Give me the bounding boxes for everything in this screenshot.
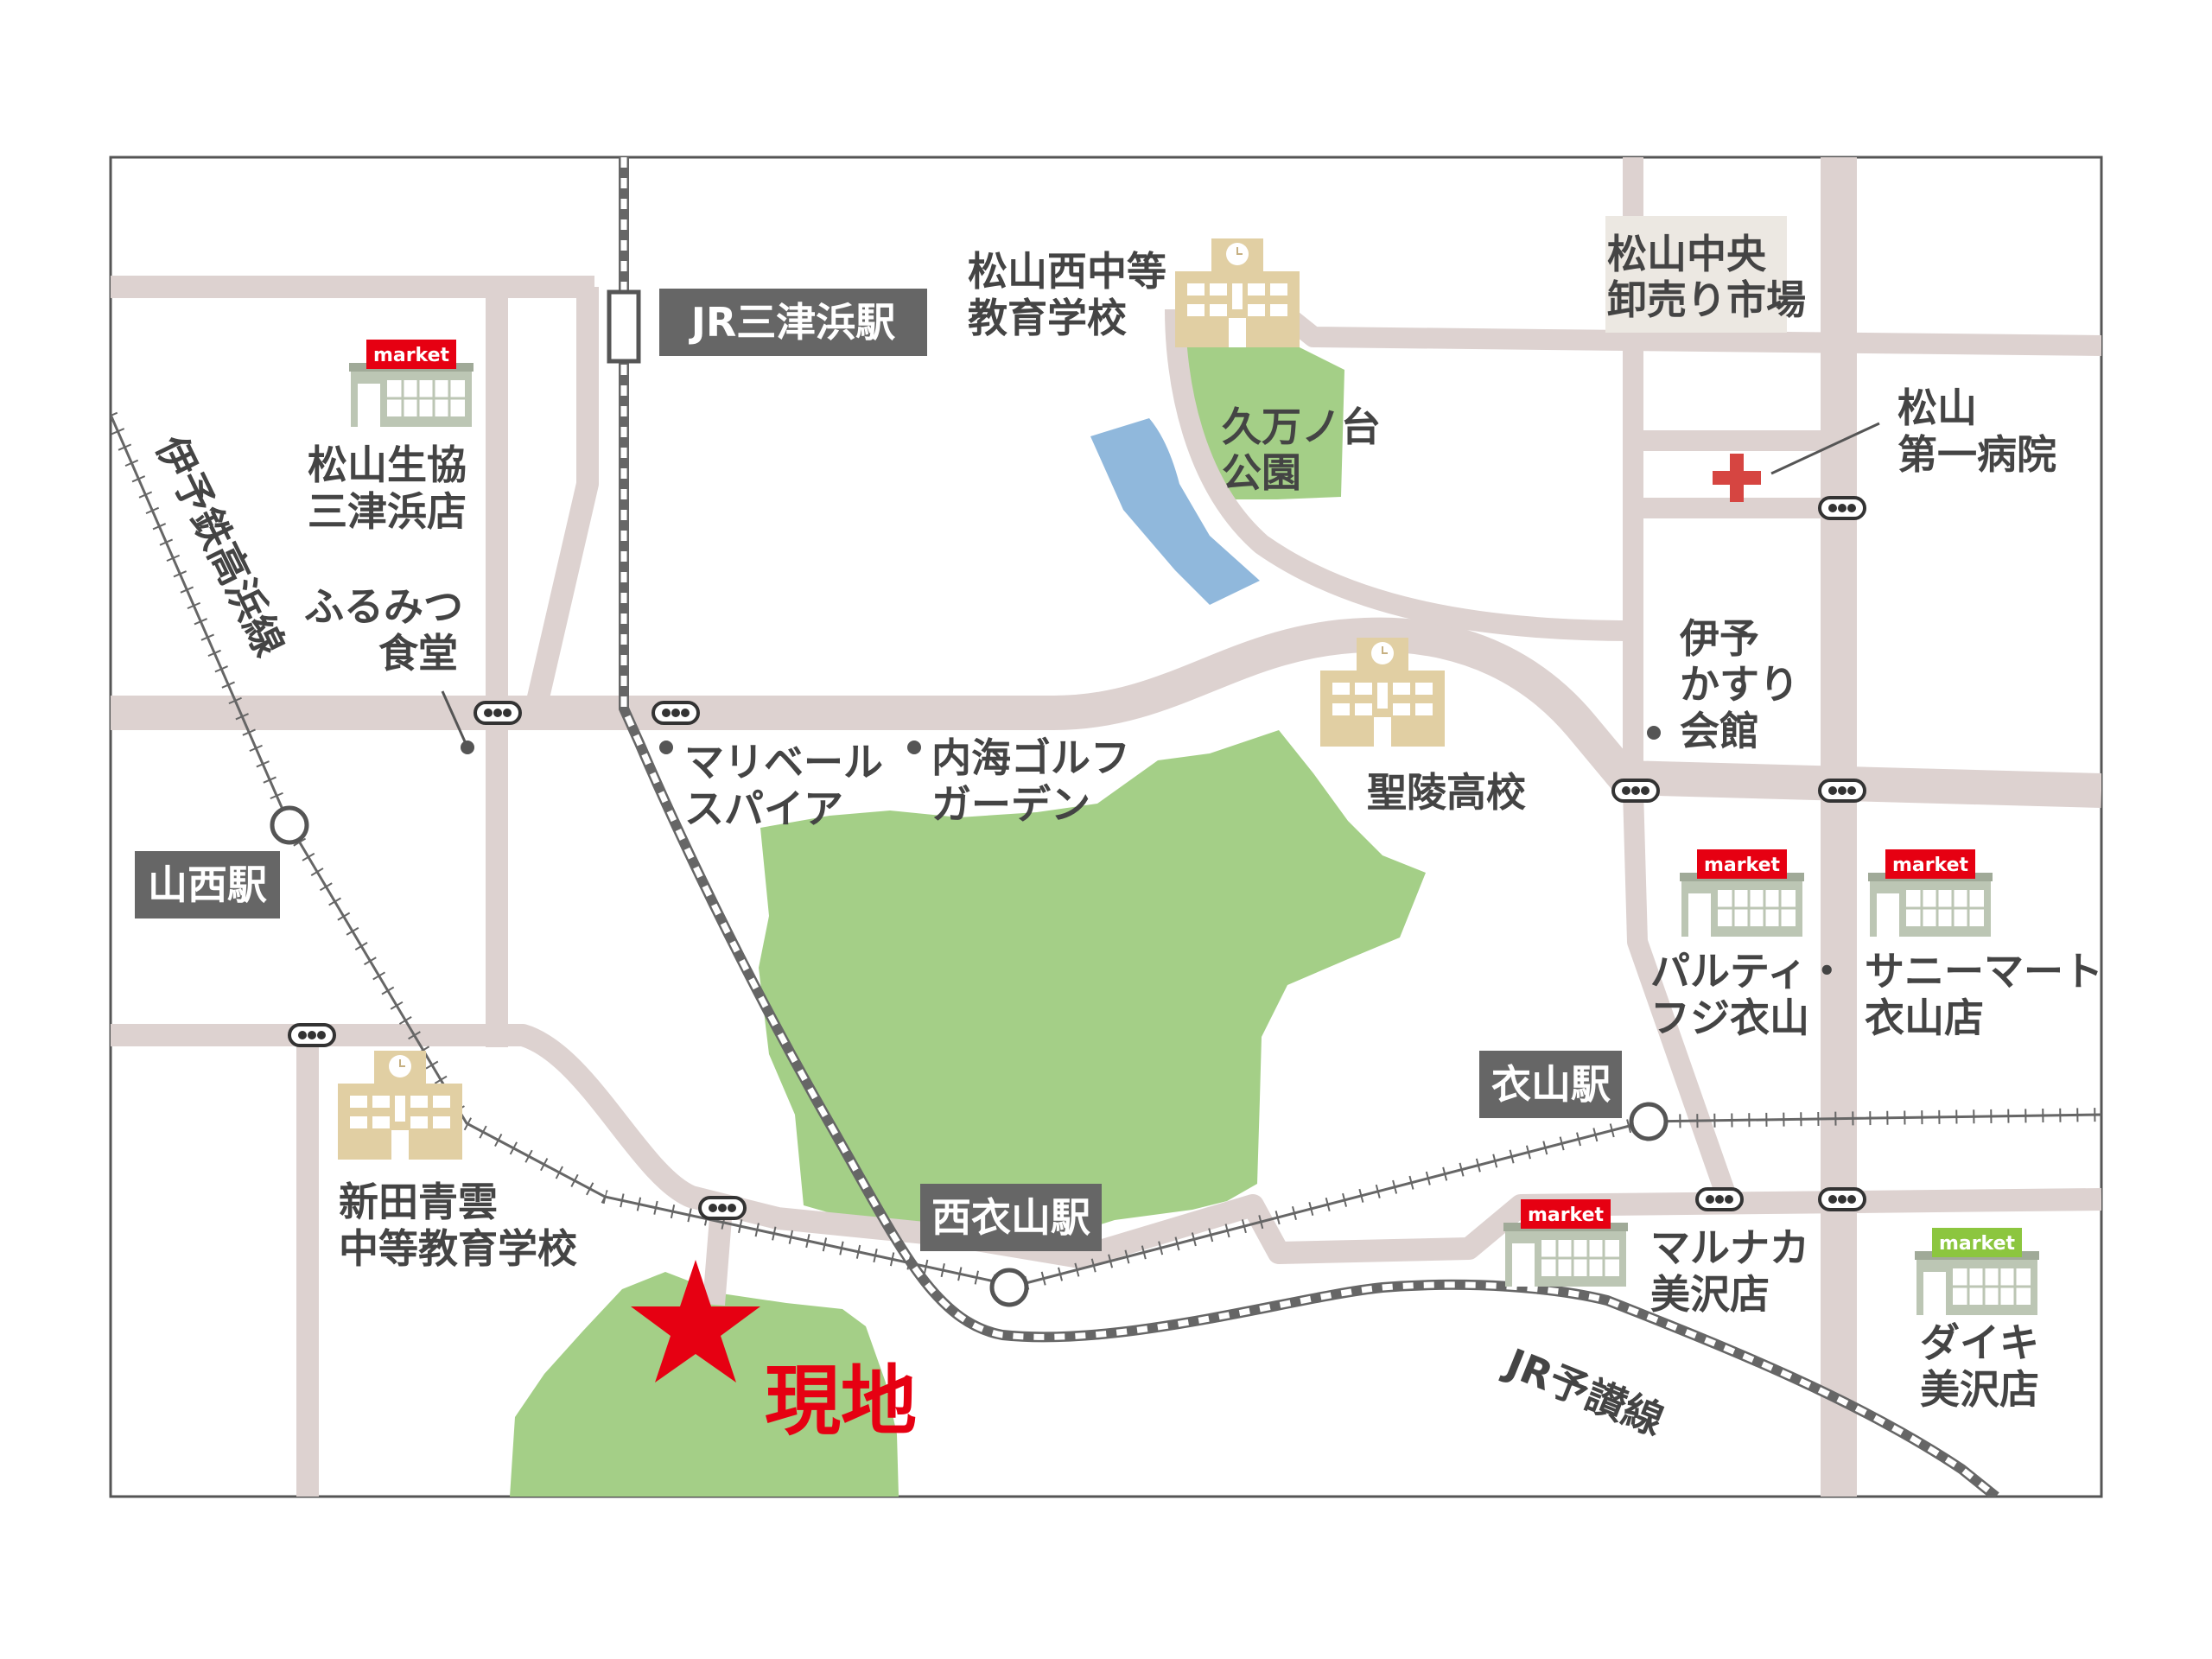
place-label: かすり (1680, 661, 1799, 708)
place-label: 会館 (1680, 708, 1759, 754)
market-sign: market (1704, 855, 1781, 876)
place-label: 内海ゴルフ (931, 734, 1130, 781)
yamanishi-station-icon (270, 805, 309, 845)
place-label: 松山中央 (1607, 231, 1767, 277)
store-coop: market (347, 340, 475, 429)
golf-green (759, 730, 1426, 1244)
market-sign: market (1892, 855, 1969, 876)
place-label: 公園 (1222, 449, 1301, 496)
oroshi-label-bg (1605, 216, 1787, 333)
store-sunny: market (1866, 849, 1994, 938)
mitsuhama-station-icon (607, 289, 641, 364)
market-sign: market (1939, 1233, 2016, 1255)
place-label: 三津浜店 (308, 488, 467, 535)
place-label: 教育学校 (968, 295, 1127, 341)
place-label: 衣山店 (1865, 995, 1984, 1041)
site-star-icon (631, 1260, 760, 1382)
market-sign: market (373, 345, 450, 366)
store-party: market (1678, 849, 1806, 938)
store-marunaka: market (1502, 1199, 1630, 1288)
station-box (659, 289, 927, 356)
place-label: 中等教育学校 (339, 1225, 577, 1272)
place-label: ガーデン (931, 781, 1090, 828)
place-label: 新田青雲 (339, 1179, 498, 1225)
place-label: 食堂 (378, 630, 458, 677)
site-hill (510, 1272, 899, 1497)
place-label: 松山生協 (308, 442, 467, 488)
poi-dots (441, 690, 1661, 754)
place-label: パルティ・ (1650, 948, 1847, 995)
nishikinuyama-station-icon (989, 1268, 1029, 1307)
place-label: 卸売り市場 (1607, 276, 1806, 323)
place-label: ふるみつ (304, 583, 463, 630)
place-label: フジ衣山 (1650, 995, 1809, 1041)
hospital-cross-icon (1713, 454, 1761, 502)
pond (1090, 418, 1260, 605)
station-box (135, 851, 280, 918)
station-nishikinuyama-label: 西衣山駅 (931, 1194, 1090, 1241)
place-label: 松山西中等 (968, 248, 1166, 295)
place-label: スパイア (684, 785, 843, 832)
place-label: 伊予 (1679, 615, 1759, 662)
place-label: マルナカ (1650, 1224, 1809, 1271)
kinuyama-station-icon (1629, 1102, 1669, 1141)
station-mitsuhama-label: JR三津浜駅 (689, 299, 896, 346)
station-box (920, 1184, 1102, 1251)
station-yamanishi-label: 山西駅 (148, 861, 267, 908)
roads (111, 157, 2101, 1497)
place-label: 美沢店 (1920, 1366, 2039, 1413)
place-label: 松山 (1897, 385, 1977, 431)
market-sign: market (1528, 1205, 1605, 1226)
place-label: 美沢店 (1650, 1271, 1770, 1318)
place-label: ダイキ (1920, 1319, 2039, 1366)
place-label: 第一病院 (1897, 431, 2056, 478)
place-label: マリベール (684, 739, 883, 785)
station-kinuyama-label: 衣山駅 (1491, 1061, 1611, 1108)
place-label: 久万ノ台 (1222, 404, 1381, 450)
station-box (1479, 1051, 1622, 1118)
place-label: サニーマート (1865, 948, 2103, 995)
kumanodai-park (1185, 346, 1344, 499)
site-label: 現地 (765, 1357, 917, 1446)
store-daiki: market (1913, 1228, 2041, 1317)
place-label: 聖陵高校 (1367, 769, 1526, 816)
